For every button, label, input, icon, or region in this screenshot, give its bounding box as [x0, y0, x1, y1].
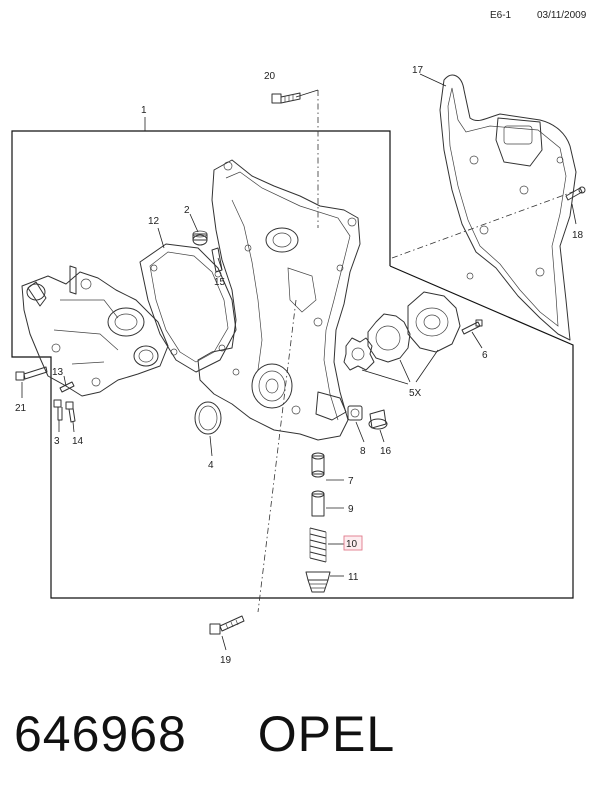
leader-5x-b — [399, 359, 411, 383]
part-6-bolt[interactable] — [461, 319, 483, 335]
page-code: E6-1 — [490, 10, 512, 21]
part-20-bolt[interactable] — [271, 92, 301, 104]
leader-12 — [157, 227, 165, 249]
part-3-bolt[interactable] — [53, 399, 63, 421]
part-17-gasket[interactable] — [439, 74, 577, 341]
part-2-plug[interactable] — [192, 230, 208, 246]
part-number: 646968 — [14, 706, 187, 762]
part-8-plug[interactable] — [347, 405, 363, 421]
leader-15 — [217, 257, 223, 271]
part-5x-rotors[interactable] — [343, 313, 411, 371]
part-18-stud[interactable] — [565, 186, 586, 201]
leader-5x-a — [361, 369, 409, 385]
leader-5x-c — [415, 349, 439, 383]
assembly-frame — [11, 130, 574, 599]
leader-16 — [379, 429, 385, 443]
callout-10[interactable]: 10 — [346, 539, 358, 550]
brand-name: OPEL — [257, 706, 396, 762]
oil-pump-cover — [407, 291, 461, 353]
callout-8[interactable]: 8 — [360, 446, 366, 457]
part-10-spring[interactable] — [309, 527, 327, 563]
part-12-gasket[interactable] — [139, 243, 237, 373]
callout-5x[interactable]: 5X — [409, 388, 422, 399]
leader-2 — [189, 213, 199, 233]
water-pump-housing — [21, 265, 169, 397]
part-16-plug[interactable] — [368, 409, 388, 430]
axis-line-rear — [391, 189, 579, 259]
callout-18[interactable]: 18 — [572, 230, 584, 241]
part-7-valve[interactable] — [311, 452, 325, 478]
callout-14[interactable]: 14 — [72, 436, 84, 447]
callout-1[interactable]: 1 — [141, 105, 147, 116]
part-4-seal[interactable] — [194, 401, 222, 435]
callout-3[interactable]: 3 — [54, 436, 60, 447]
leader-8 — [355, 421, 365, 443]
part-21-bolt[interactable] — [15, 366, 48, 381]
part-19-bolt[interactable] — [209, 615, 245, 635]
callout-2[interactable]: 2 — [184, 205, 190, 216]
callout-11[interactable]: 11 — [348, 572, 359, 583]
part-14-bolt[interactable] — [65, 401, 76, 423]
callout-7[interactable]: 7 — [348, 476, 354, 487]
callout-6[interactable]: 6 — [482, 350, 488, 361]
leader-6 — [471, 331, 483, 349]
leader-19 — [221, 635, 227, 651]
callout-13[interactable]: 13 — [52, 367, 64, 378]
callout-9[interactable]: 9 — [348, 504, 354, 515]
callout-10-highlight — [343, 535, 363, 551]
leader-13 — [63, 375, 67, 387]
leader-18 — [571, 203, 577, 225]
callout-19[interactable]: 19 — [220, 655, 232, 666]
leader-14 — [72, 421, 75, 433]
callout-12[interactable]: 12 — [148, 216, 160, 227]
callout-20[interactable]: 20 — [264, 71, 276, 82]
leader-4 — [209, 435, 213, 457]
leader-17 — [419, 73, 447, 87]
diagram-date: 03/11/2009 — [537, 10, 587, 21]
timing-cover — [197, 159, 361, 441]
callout-4[interactable]: 4 — [208, 460, 214, 471]
part-11-plug[interactable] — [305, 571, 331, 593]
axis-line-main — [257, 90, 319, 613]
callout-21[interactable]: 21 — [15, 403, 27, 414]
footer: 646968 OPEL — [14, 705, 594, 781]
callout-16[interactable]: 16 — [380, 446, 392, 457]
part-9-piston[interactable] — [311, 490, 325, 517]
part-13-stud[interactable] — [59, 381, 75, 393]
callout-17[interactable]: 17 — [412, 65, 424, 76]
callout-15[interactable]: 15 — [214, 277, 226, 288]
